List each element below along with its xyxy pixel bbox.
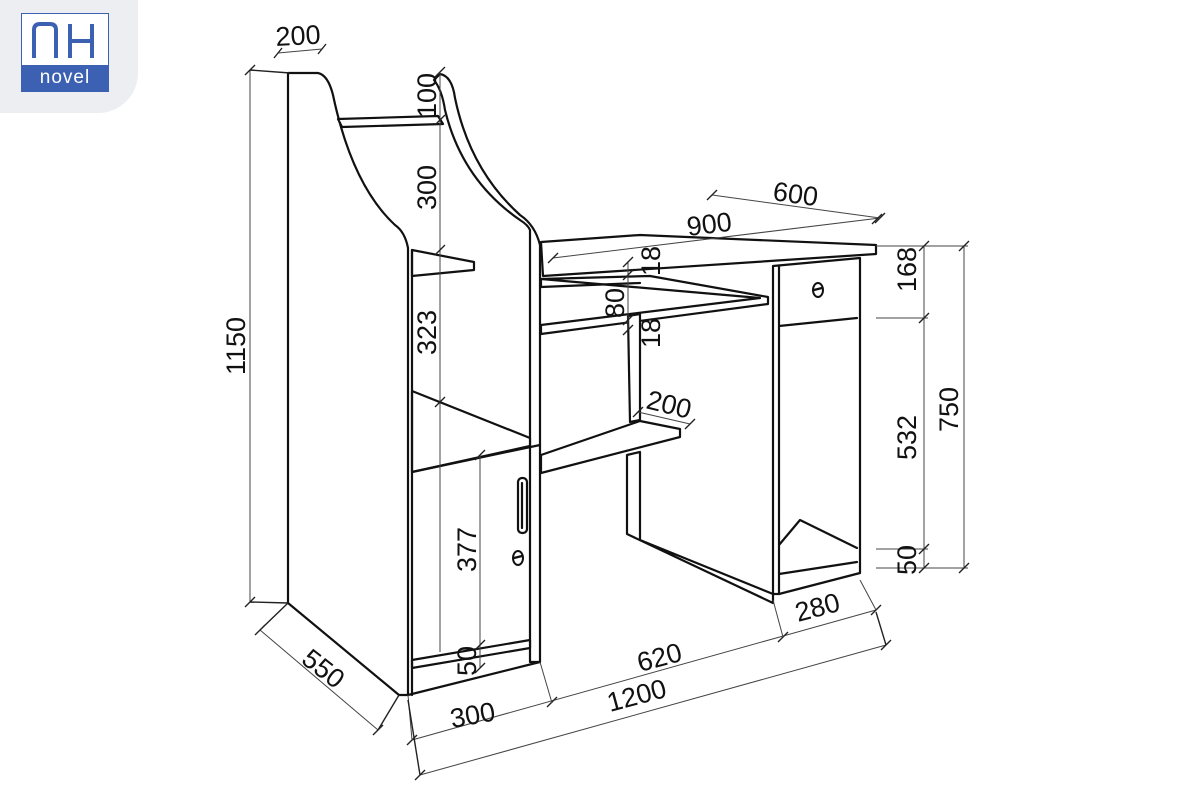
left-side-panel (286, 71, 410, 697)
dim-cabinet-base: 50 (452, 646, 482, 676)
door-lock-slot (512, 554, 524, 560)
dim-top-width: 200 (275, 20, 322, 52)
dim-knee-width: 620 (634, 637, 685, 678)
dim-drawer-height: 168 (892, 247, 922, 292)
pedestal (771, 256, 862, 596)
dim-side-depth: 550 (296, 643, 350, 694)
inner-tall-panel (432, 72, 542, 664)
dim-overall-width: 1200 (604, 673, 670, 718)
drawer-knob-slot (812, 286, 824, 292)
desk-structure (286, 71, 878, 697)
dim-pedestal-base: 50 (892, 545, 922, 575)
dim-total-height: 1150 (221, 317, 251, 375)
dim-cabinet-door: 377 (452, 527, 482, 572)
dim-middle-height: 323 (412, 310, 442, 355)
dim-upper-shelf-gap: 300 (412, 165, 442, 210)
dim-cabinet-width: 300 (448, 697, 498, 734)
top-shelf (336, 114, 445, 129)
dim-desk-depth: 600 (771, 176, 820, 212)
dim-pedestal-middle: 532 (892, 415, 922, 460)
dim-tray-top: 18 (636, 246, 666, 276)
pedestal-inner (777, 264, 859, 596)
knee-back-panel (625, 450, 775, 605)
dim-tray-height: 80 (600, 288, 630, 318)
tray-front-edge (539, 277, 642, 289)
dim-desk-width: 900 (685, 207, 733, 242)
brand-logo: novel (21, 13, 109, 92)
upper-back-shelf (410, 248, 476, 278)
dim-keyboard-depth: 200 (644, 385, 695, 425)
dim-top-height: 100 (412, 73, 442, 118)
logo-wordmark: novel (22, 65, 108, 91)
knee-side-panel (626, 312, 642, 424)
logo-badge: novel (0, 0, 138, 113)
keyboard-shelf (539, 419, 682, 475)
dim-tray-bottom: 18 (636, 318, 666, 348)
dimension-lines (244, 43, 970, 781)
dim-desk-height: 750 (934, 387, 964, 432)
keyboard-tray-upper (539, 274, 770, 336)
nh-logo-icon (32, 22, 94, 58)
